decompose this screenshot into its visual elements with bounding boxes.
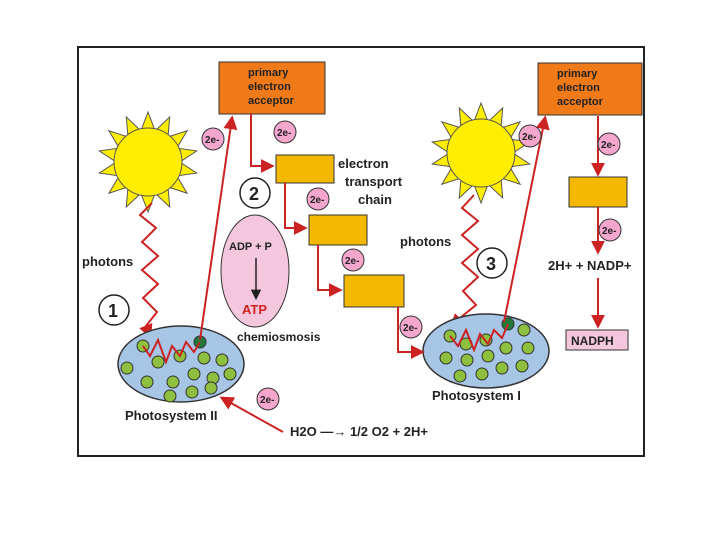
pigment-dot	[120, 361, 134, 375]
pigment-dot	[481, 349, 495, 363]
arrow-water-to-ps2	[219, 396, 284, 433]
pigment-dot	[204, 381, 218, 395]
pigment-dot	[166, 375, 180, 389]
etc-box-2	[308, 214, 368, 246]
electron-pair-label: 2e-	[310, 195, 324, 206]
pigment-dot	[515, 359, 529, 373]
electron-pair-icon	[201, 127, 225, 151]
pigment-dot	[223, 367, 237, 381]
electron-pair-label: 2e-	[522, 132, 536, 143]
step-1-number: 1	[108, 301, 118, 321]
pigment-dot	[215, 353, 229, 367]
pigment-dot	[517, 323, 531, 337]
electron-pair-icon	[341, 248, 365, 272]
electron-bubbles: 2e- 2e- 2e- 2e- 2e- 2e- 2e- 2e- 2e-	[201, 120, 622, 411]
nadph-box	[565, 329, 629, 351]
water-equation: H2O —→ 1/2 O2 + 2H+	[290, 424, 428, 439]
etc-box-3	[343, 274, 405, 308]
electron-pair-label: 2e-	[205, 135, 219, 146]
step-2-number: 2	[249, 184, 259, 204]
ps1-internal-path	[449, 323, 509, 353]
etc-right-box	[568, 176, 628, 208]
photon-left-zigzag	[138, 202, 160, 339]
electron-pair-label: 2e-	[602, 226, 616, 237]
sun-right-icon	[430, 101, 532, 205]
electron-pair-icon	[273, 120, 297, 144]
primary-acceptor-left-label: primary electron acceptor	[248, 67, 295, 107]
electron-pair-icon	[597, 132, 621, 156]
pigment-dot	[185, 385, 199, 399]
step-3-circle	[476, 247, 508, 279]
pigment-dot	[460, 353, 474, 367]
sun-left-icon	[97, 110, 199, 214]
pigment-dot	[197, 351, 211, 365]
pigment-dot	[439, 351, 453, 365]
arrow-ps2-to-acceptor	[199, 115, 238, 341]
electron-pair-icon	[399, 315, 423, 339]
nadp-label: 2H+ + NADP+	[548, 258, 632, 273]
pigment-dot	[499, 341, 513, 355]
ps2-internal-path	[142, 337, 201, 365]
step-2-circle	[239, 177, 271, 209]
electron-pair-label: 2e-	[277, 128, 291, 139]
pigment-dot	[151, 355, 165, 369]
arrow-acceptor-to-etc1	[250, 114, 275, 173]
pigment-dot	[521, 341, 535, 355]
primary-acceptor-right-label: primary electron acceptor	[557, 68, 604, 108]
step-1-circle	[98, 294, 130, 326]
pigment-dot	[163, 389, 177, 403]
electron-pair-label: 2e-	[403, 323, 417, 334]
electron-pair-label: 2e-	[601, 140, 615, 151]
chemiosmosis-label: chemiosmosis	[237, 330, 321, 344]
electron-pair-label: 2e-	[345, 256, 359, 267]
adp-label: ADP + P	[229, 241, 272, 253]
photons-right-label: photons	[400, 234, 451, 249]
etc-label: electron transport chain	[338, 156, 406, 207]
atp-label: ATP	[242, 302, 267, 317]
photosystem-2-label: Photosystem II	[125, 408, 217, 423]
nadph-label: NADPH	[571, 334, 614, 348]
photon-right-zigzag	[450, 194, 480, 328]
photons-left-label: photons	[82, 254, 133, 269]
electron-pair-icon	[598, 218, 622, 242]
electron-pair-icon	[256, 387, 280, 411]
pigment-dot	[453, 369, 467, 383]
primary-acceptor-left-box	[218, 61, 326, 115]
arrow-etc3-to-ps1	[397, 307, 425, 359]
etc-box-1	[275, 154, 335, 184]
electron-pair-icon	[518, 124, 542, 148]
step-3-number: 3	[486, 254, 496, 274]
pigment-dot	[187, 367, 201, 381]
arrow-etc2-to-etc3	[317, 245, 343, 297]
pigment-dot	[475, 367, 489, 381]
arrow-ps1-to-acceptor	[503, 115, 550, 323]
photosystem-1-label: Photosystem I	[432, 388, 521, 403]
arrow-etc1-to-etc2	[284, 183, 308, 235]
pigment-dot	[140, 375, 154, 389]
chemiosmosis-oval	[220, 214, 290, 328]
pigment-dot	[495, 361, 509, 375]
electron-pair-icon	[306, 187, 330, 211]
electron-pair-label: 2e-	[260, 395, 274, 406]
primary-acceptor-right-box	[537, 62, 643, 116]
